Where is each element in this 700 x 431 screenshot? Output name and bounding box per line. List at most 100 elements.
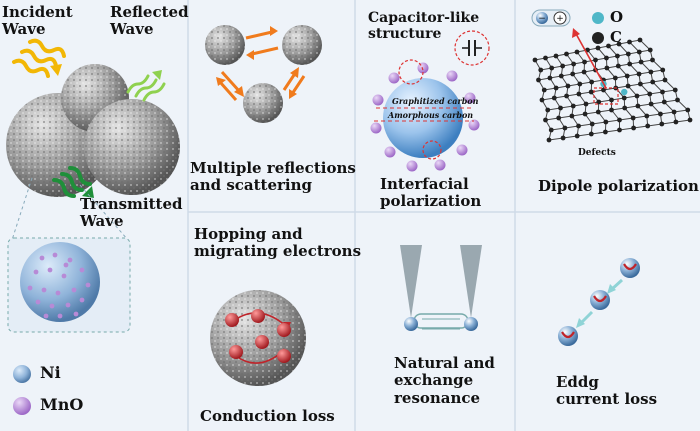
carbon-atom [583,101,589,107]
conduction-caption: Conduction loss [200,407,335,425]
interfacial-line-2: polarization [380,192,482,211]
carbon-atom [558,105,563,111]
carbon-atom [570,71,576,77]
carbon-atom [658,111,663,117]
capacitor-caption: Capacitor-like structure [368,10,479,42]
resonance-line-1: Natural and [394,354,495,372]
carbon-atom [660,89,665,95]
carbon-atom [538,67,544,73]
eddy-line-1: Eddg [556,373,599,391]
carbon-atom [675,97,680,103]
carbon-atom [603,119,609,125]
electrons [225,309,291,363]
carbon-atom [609,107,614,113]
carbon-atom [645,123,651,129]
carbon-atom [616,41,622,47]
carbon-atom [551,95,557,101]
carbon-atom [593,57,598,63]
carbon-atom [650,79,656,85]
resonance-line-3: resonance [394,388,481,407]
carbon-atom [588,131,594,137]
reflected-wave-label: Reflected Wave [110,3,189,39]
carbon-atom [582,111,588,117]
interfacial-caption: Interfacial polarization [380,175,482,211]
carbon-atom [574,133,580,139]
carbon-atom [536,77,541,83]
carbon-atom [603,129,608,135]
oxygen-atom [621,88,628,96]
carbon-atom [625,83,631,89]
carbon-atom [627,61,633,67]
carbon-atom [565,83,571,89]
carbon-atom [570,103,576,109]
mno-legend-marker [13,397,31,415]
incident-line-1: Incident [2,3,73,21]
carbon-atom [621,95,627,101]
carbon-atom [622,105,628,111]
carbon-atom [650,57,655,63]
carbon-atom [548,127,554,133]
carbon-atom [589,79,595,85]
carbon-atom [635,103,641,109]
carbon-atom [564,51,569,57]
absorber-spheres [6,64,180,197]
carbon-atom [588,89,594,95]
carbon-atom [553,85,559,91]
hopping-line-1: Hopping and [194,225,303,243]
carbon-atom [601,87,606,93]
carbon-atom [569,113,575,119]
resonance-line-2: exchange [394,371,474,390]
carbon-atom [648,69,654,75]
carbon-atom [662,77,668,83]
carbon-atom [574,49,580,55]
carbon-atom [637,37,643,43]
reflected-line-2: Wave [110,20,154,39]
carbon-atom [564,93,569,99]
capacitor-line-2: structure [368,26,442,43]
resonance-caption: Natural and exchange resonance [394,354,495,407]
carbon-atom [615,53,620,59]
scatter-caption: Multiple reflections and scattering [190,159,356,195]
carbon-atom [609,97,614,103]
carbon-atom [685,107,691,113]
carbon-atom [595,45,601,51]
svg-text:+: + [556,14,564,24]
carbon-atom [581,69,587,75]
amorphous-carbon-label: Amorphous carbon [388,110,474,120]
carbon-atom [558,73,564,79]
scatter-line-2: and scattering [190,176,313,195]
carbon-atom [661,99,667,105]
carbon-atom [560,63,566,69]
carbon-atom [624,73,630,79]
carbon-atom [631,125,636,131]
eddy-caption: Eddg current loss [556,373,658,409]
carbon-atom [615,63,621,69]
transmitted-wave-arrows [52,166,94,198]
carbon-atom [562,125,568,131]
capacitor-line-1: Capacitor-like [368,10,480,26]
transmitted-line-1: Transmitted [80,195,183,213]
carbon-atom [553,53,559,59]
carbon-atom [634,93,640,99]
carbon-atom [636,71,642,77]
carbon-atom [556,115,562,121]
graphitized-carbon-label: Graphitized carbon [392,96,479,106]
carbon-atom [660,67,666,73]
mno-legend-label: MnO [40,395,84,414]
carbon-atom [625,51,631,57]
carbon-atom [547,75,553,81]
carbon-atom [647,91,653,97]
transmitted-wave-label: Transmitted Wave [80,195,183,231]
carbon-atom [647,47,653,53]
carbon-atom [582,59,587,65]
eddy-spheres [558,258,640,346]
carbon-atom [671,109,677,115]
o-legend-label: O [610,8,624,26]
dipole-legend: − + [531,9,604,44]
eddy-line-2: current loss [556,390,658,409]
carbon-atom [638,59,644,65]
carbon-atom [630,115,636,121]
carbon-atom [627,39,632,45]
svg-text:−: − [538,14,546,24]
